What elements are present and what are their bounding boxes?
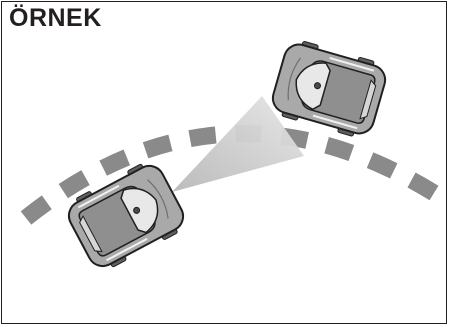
other-car-icon [268, 37, 389, 141]
